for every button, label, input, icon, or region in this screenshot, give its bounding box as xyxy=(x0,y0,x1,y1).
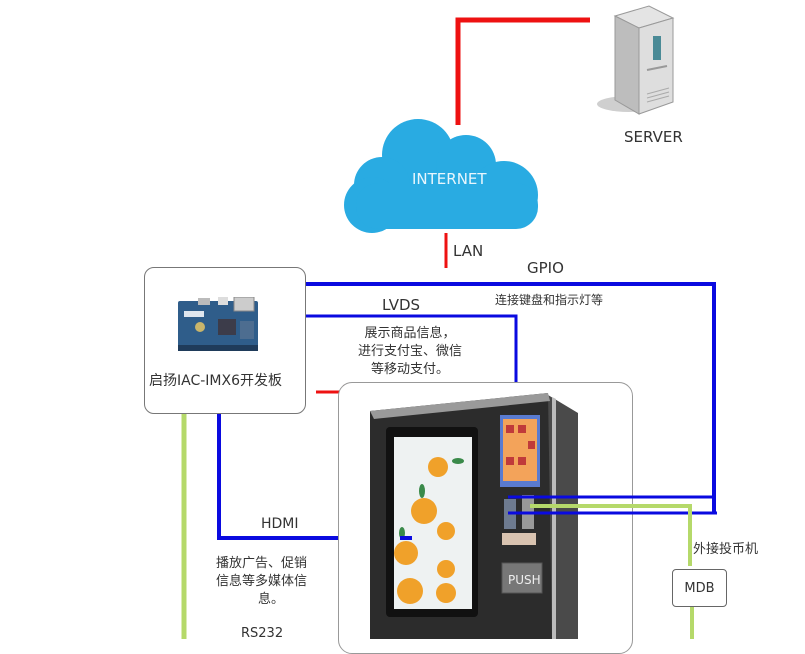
connection-lines xyxy=(181,17,716,639)
lan-label: LAN xyxy=(453,242,484,260)
gpio-label: GPIO xyxy=(527,259,564,277)
hdmi-desc-line: 播放广告、促销 xyxy=(216,556,308,571)
rs232-label: RS232 xyxy=(241,626,284,641)
lvds-desc-line: 等移动支付。 xyxy=(370,362,449,377)
lvds-desc-line: 进行支付宝、微信 xyxy=(357,344,462,359)
gpio-description: 连接键盘和指示灯等 xyxy=(495,293,604,307)
gpio-link xyxy=(297,282,716,513)
push-button: PUSH xyxy=(508,573,541,587)
internet-label: INTERNET xyxy=(412,170,487,188)
hdmi-label: HDMI xyxy=(261,516,299,532)
mdb-node[interactable]: MDB xyxy=(672,569,727,607)
lvds-desc-line: 展示商品信息， xyxy=(364,326,456,341)
server-label: SERVER xyxy=(624,128,683,146)
hdmi-description: 播放广告、促销 信息等多媒体信 息。 xyxy=(216,555,332,609)
lvds-description: 展示商品信息， 进行支付宝、微信 等移动支付。 xyxy=(340,325,480,379)
mdb-label: MDB xyxy=(684,580,715,596)
dev-board-icon xyxy=(178,297,258,352)
cloud-icon xyxy=(336,113,542,233)
coin-acceptor-label: 外接投币机 xyxy=(693,542,759,557)
server-icon xyxy=(595,4,677,116)
internet-server-link xyxy=(455,17,590,125)
vending-machine-icon xyxy=(366,383,598,639)
hdmi-desc-line: 息。 xyxy=(258,592,285,607)
hdmi-desc-line: 信息等多媒体信 xyxy=(216,574,308,589)
dev-board-label: 启扬IAC-IMX6开发板 xyxy=(149,373,282,389)
lvds-label: LVDS xyxy=(382,296,421,314)
